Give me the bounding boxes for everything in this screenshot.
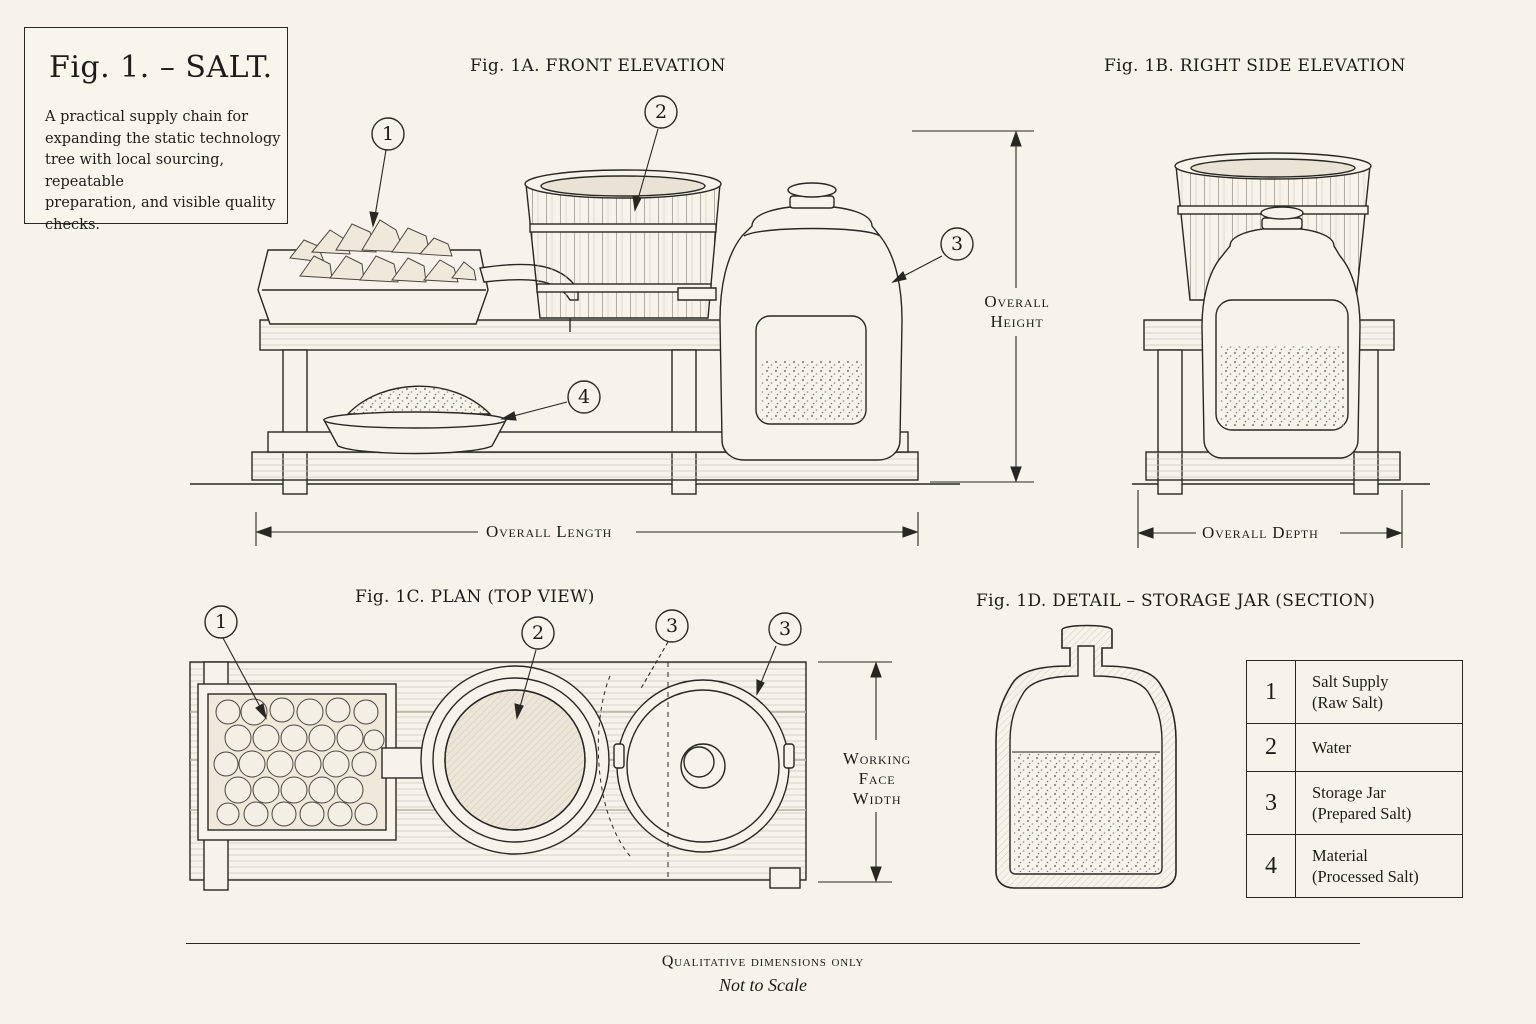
legend-label: Water [1295, 723, 1463, 772]
front-salt-bowl [322, 385, 508, 455]
callout-1-plan: 1 [204, 605, 238, 639]
side-storage-jar [1201, 206, 1361, 459]
legend-label: Material (Processed Salt) [1295, 834, 1463, 898]
svg-text:3: 3 [779, 618, 791, 640]
legend-row: 4 Material (Processed Salt) [1246, 834, 1463, 898]
svg-text:3: 3 [951, 233, 963, 255]
plan-storage-jar [597, 662, 795, 880]
callout-2-front: 2 [644, 95, 678, 129]
svg-text:1: 1 [215, 611, 227, 633]
legend-number: 1 [1246, 660, 1296, 724]
overall-height-label: Overall Height [972, 290, 1062, 334]
caption-plan-view: Fig. 1C. PLAN (TOP VIEW) [355, 587, 595, 607]
callout-3-plan-a: 3 [655, 609, 689, 643]
front-salt-tray [257, 219, 579, 325]
plan-salt-tray [197, 683, 433, 841]
callout-3-plan-b: 3 [768, 612, 802, 646]
front-storage-jar [719, 182, 903, 461]
legend-number: 2 [1246, 723, 1296, 772]
front-water-bucket [524, 169, 722, 332]
working-face-width-dimension [818, 661, 892, 883]
detail-jar-section [995, 624, 1177, 889]
legend-number: 4 [1246, 834, 1296, 898]
working-face-width-label: Working Face Width [832, 747, 922, 811]
title-box: Fig. 1. – SALT. A practical supply chain… [24, 27, 288, 233]
figure-title: Fig. 1. – SALT. [49, 50, 273, 85]
legend-label: Salt Supply (Raw Salt) [1295, 660, 1463, 724]
callout-1-front: 1 [371, 117, 405, 151]
callout-4-front: 4 [567, 380, 601, 414]
overall-length-dimension [255, 512, 919, 546]
footer-scale-note: Not to Scale [719, 975, 807, 995]
legend-row: 3 Storage Jar (Prepared Salt) [1246, 771, 1463, 835]
caption-front-elevation: Fig. 1A. FRONT ELEVATION [470, 56, 726, 76]
svg-text:2: 2 [655, 101, 667, 123]
legend-label: Storage Jar (Prepared Salt) [1295, 771, 1463, 835]
caption-side-elevation: Fig. 1B. RIGHT SIDE ELEVATION [1104, 56, 1406, 76]
overall-height-dimension [912, 130, 1034, 483]
callout-2-plan: 2 [521, 616, 555, 650]
overall-depth-label: Overall Depth [1196, 523, 1325, 543]
svg-text:3: 3 [666, 615, 678, 637]
figure-description: A practical supply chain for expanding t… [45, 109, 281, 233]
legend-row: 2 Water [1246, 723, 1463, 772]
footer-rule [186, 943, 1360, 944]
svg-text:4: 4 [578, 386, 590, 408]
overall-length-label: Overall Length [480, 522, 619, 542]
legend-row: 1 Salt Supply (Raw Salt) [1246, 660, 1463, 724]
callout-3-front: 3 [940, 227, 974, 261]
svg-text:2: 2 [532, 622, 544, 644]
overall-depth-dimension [1137, 490, 1403, 548]
plan-water-bucket [420, 665, 610, 855]
svg-text:1: 1 [382, 123, 394, 145]
caption-detail-section: Fig. 1D. DETAIL – STORAGE JAR (SECTION) [976, 591, 1376, 611]
footer-dimensions-note: Qualitative dimensions only [661, 953, 865, 970]
front-table [251, 319, 919, 495]
legend-number: 3 [1246, 771, 1296, 835]
legend-table: 1 Salt Supply (Raw Salt) 2 Water 3 Stora… [1246, 660, 1463, 898]
